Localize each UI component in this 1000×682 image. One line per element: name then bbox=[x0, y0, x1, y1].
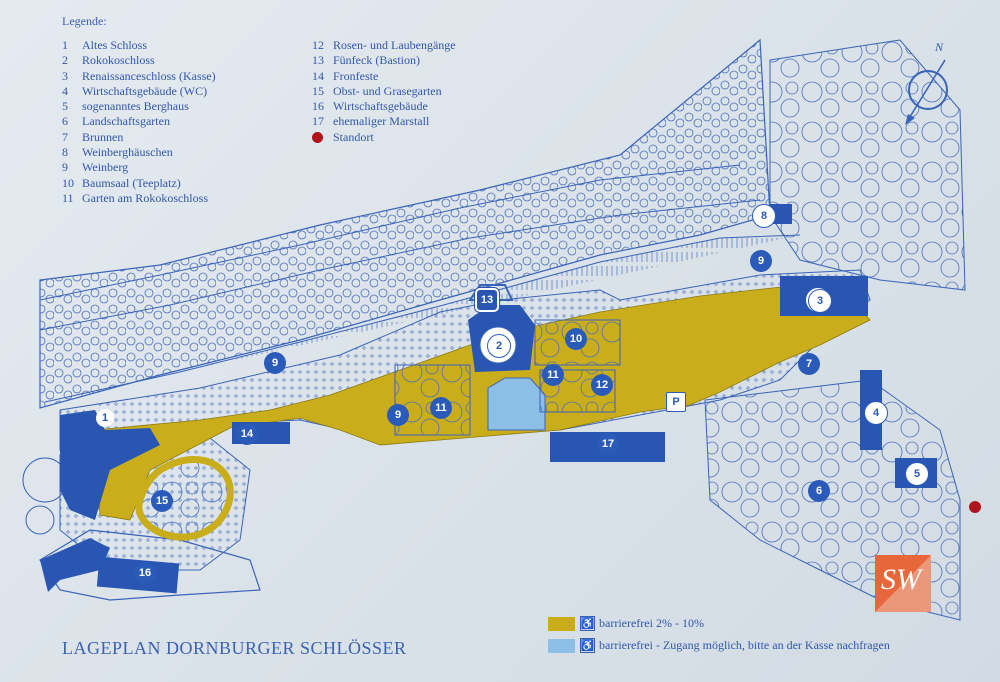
marker-4: 4 bbox=[864, 401, 888, 425]
legend-item-number: 15 bbox=[312, 83, 324, 98]
legend-item-label: Brunnen bbox=[82, 129, 124, 144]
marker-16: 16 bbox=[134, 562, 156, 584]
legend-item-number: 10 bbox=[62, 175, 74, 190]
legend-item-number: 5 bbox=[62, 99, 68, 114]
legend-item-label: Fünfeck (Bastion) bbox=[333, 53, 420, 68]
legend-list-right: 12 Rosen- und Laubengänge 13 Fünfeck (Basti… bbox=[312, 38, 456, 145]
marker-10: 10 bbox=[565, 328, 587, 350]
legend-item-number: 8 bbox=[62, 145, 68, 160]
marker-3: 3 bbox=[808, 289, 832, 313]
marker-15: 15 bbox=[151, 490, 173, 512]
legend-item: 1 Altes Schloss bbox=[62, 38, 216, 53]
legend-item-number: 12 bbox=[312, 38, 324, 52]
legend-item-label: Baumsaal (Teeplatz) bbox=[82, 175, 181, 190]
marker-17: 17 bbox=[597, 433, 619, 455]
plan-title: LAGEPLAN DORNBURGER SCHLÖSSER bbox=[62, 638, 407, 658]
marker-8: 8 bbox=[752, 204, 776, 228]
legend-list-left: 1 Altes Schloss 2 Rokokoschloss 3 Renaissance… bbox=[62, 38, 216, 206]
legend-item-label: Rokokoschloss bbox=[82, 53, 155, 68]
legend-item: 13 Fünfeck (Bastion) bbox=[312, 53, 456, 68]
marker-6: 6 bbox=[808, 480, 830, 502]
legend-item: 11 Garten am Rokokoschloss bbox=[62, 191, 216, 206]
marker-2: 2 bbox=[487, 334, 511, 358]
north-label: N bbox=[935, 40, 944, 54]
light-blue-swatch bbox=[548, 638, 575, 653]
marker-12: 12 bbox=[591, 374, 613, 396]
access-legend-yellow: ♿ barrierefrei 2% - 10% bbox=[548, 616, 704, 631]
access-legend-blue: ♿ barrierefrei - Zugang möglich, bitte a… bbox=[548, 638, 890, 653]
legend-item-number: 4 bbox=[62, 83, 68, 98]
marker-9-upper: 9 bbox=[750, 250, 772, 272]
wheelchair-icon: ♿ bbox=[580, 616, 595, 631]
legend-title: Legende: bbox=[62, 14, 107, 28]
legend-item-number: 3 bbox=[62, 68, 68, 83]
legend-item: 10 Baumsaal (Teeplatz) bbox=[62, 176, 216, 191]
marker-7: 7 bbox=[798, 353, 820, 375]
legend-item-number: 6 bbox=[62, 114, 68, 129]
legend-item-label: Standort bbox=[333, 129, 374, 144]
legend-item-standort: Standort bbox=[312, 130, 456, 145]
marker-9-lower: 9 bbox=[387, 404, 409, 426]
marker-14: 14 bbox=[236, 423, 258, 445]
logo: SW bbox=[875, 555, 931, 612]
legend-item: 5 sogenanntes Berghaus bbox=[62, 99, 216, 114]
logo-text: SW bbox=[881, 563, 921, 596]
legend-item: 12 Rosen- und Laubengänge bbox=[312, 38, 456, 53]
legend-item-label: Weinberg bbox=[82, 160, 129, 175]
legend-item-label: Altes Schloss bbox=[82, 38, 148, 52]
legend-item: 15 Obst- und Grasegarten bbox=[312, 84, 456, 99]
marker-5: 5 bbox=[905, 462, 929, 486]
legend-item-number: 17 bbox=[312, 114, 324, 129]
legend-item: 6 Landschaftsgarten bbox=[62, 114, 216, 129]
legend-item-number: 11 bbox=[62, 190, 74, 205]
legend-item: 17 ehemaliger Marstall bbox=[312, 114, 456, 129]
marker-9-middle: 9 bbox=[264, 352, 286, 374]
parking-marker: P bbox=[666, 392, 686, 412]
legend-item-number: 13 bbox=[312, 53, 324, 68]
legend-item-label: Renaissanceschloss (Kasse) bbox=[82, 68, 216, 83]
legend-item-label: Rosen- und Laubengänge bbox=[333, 38, 456, 52]
legend-item-number: 2 bbox=[62, 53, 68, 68]
legend-item-label: ehemaliger Marstall bbox=[333, 114, 430, 129]
marker-1: 1 bbox=[96, 409, 114, 427]
legend-item-label: Wirtschaftsgebäude bbox=[333, 99, 428, 114]
legend-item: 14 Fronfeste bbox=[312, 69, 456, 84]
marker-11-right: 11 bbox=[542, 364, 564, 386]
legend-item: 9 Weinberg bbox=[62, 160, 216, 175]
yellow-swatch bbox=[548, 616, 575, 631]
standort-dot-icon bbox=[312, 131, 323, 143]
legend-item-number: 14 bbox=[312, 68, 324, 83]
legend-item-label: Garten am Rokokoschloss bbox=[82, 190, 208, 205]
compass-rose bbox=[905, 59, 948, 125]
legend-item-number: 16 bbox=[312, 99, 324, 114]
access-label-blue: barrierefrei - Zugang möglich, bitte an … bbox=[599, 638, 890, 652]
marker-13: 13 bbox=[475, 288, 499, 312]
legend-item: 3 Renaissanceschloss (Kasse) bbox=[62, 69, 216, 84]
legend-item: 7 Brunnen bbox=[62, 130, 216, 145]
legend-item-label: Landschaftsgarten bbox=[82, 114, 170, 129]
legend-item-label: Fronfeste bbox=[333, 68, 379, 83]
wheelchair-icon: ♿ bbox=[580, 638, 595, 653]
legend-item: 4 Wirtschaftsgebäude (WC) bbox=[62, 84, 216, 99]
legend-item-number: 9 bbox=[62, 160, 68, 175]
legend-item-label: Weinberghäuschen bbox=[82, 145, 173, 160]
legend-item-label: sogenanntes Berghaus bbox=[82, 99, 189, 114]
legend-item: 2 Rokokoschloss bbox=[62, 53, 216, 68]
legend-item: 16 Wirtschaftsgebäude bbox=[312, 99, 456, 114]
legend-item: 8 Weinberghäuschen bbox=[62, 145, 216, 160]
legend-item-label: Obst- und Grasegarten bbox=[333, 83, 442, 98]
marker-11-left: 11 bbox=[430, 397, 452, 419]
legend-item-label: Wirtschaftsgebäude (WC) bbox=[82, 83, 208, 98]
access-label-yellow: barrierefrei 2% - 10% bbox=[599, 616, 704, 630]
legend-item-number: 7 bbox=[62, 129, 68, 144]
legend-item-number: 1 bbox=[62, 38, 68, 52]
